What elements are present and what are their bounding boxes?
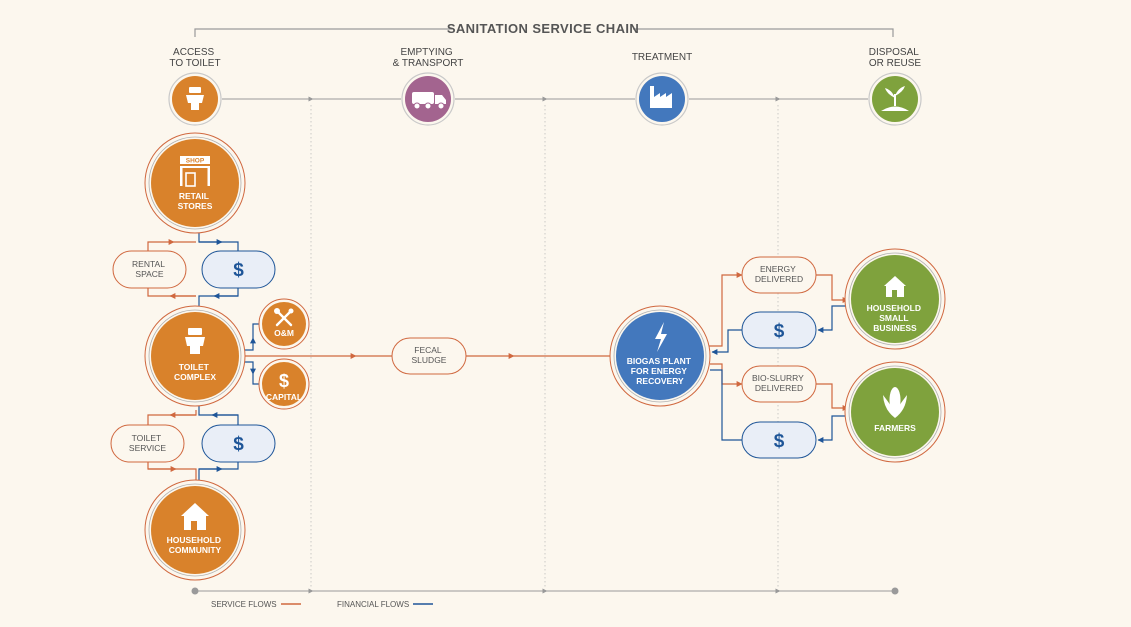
stage-icon-emptying [401, 72, 455, 126]
om-label: O&M [274, 328, 294, 338]
energy-delivered-label: ENERGY DELIVERED [755, 264, 803, 284]
fecal-sludge-label: FECAL SLUDGE [412, 345, 447, 365]
dollar-icon: $ [233, 434, 244, 455]
node-household-small-business: HOUSEHOLD SMALL BUSINESS [844, 248, 946, 350]
node-om: O&M [258, 298, 310, 350]
stage-icon-access [168, 72, 222, 126]
retail-stores-label: RETAIL STORES [178, 191, 213, 211]
dollar-pill-retail: $ [201, 250, 276, 289]
service-flow-retail-rental [147, 239, 196, 299]
rental-space-label: RENTAL SPACE [132, 259, 167, 279]
node-fecal-sludge: FECAL SLUDGE [391, 337, 467, 375]
legend: SERVICE FLOWS FINANCIAL FLOWS [211, 600, 433, 609]
dollar-icon: $ [279, 371, 289, 391]
bio-slurry-delivered-label: BIO-SLURRY DELIVERED [752, 373, 806, 393]
shop-sign-text: SHOP [186, 158, 205, 165]
toilet-service-label: TOILET SERVICE [129, 433, 166, 453]
dollar-icon: $ [774, 431, 785, 452]
stage-label-disposal: DISPOSAL OR REUSE [869, 47, 922, 69]
node-toilet-service: TOILET SERVICE [110, 424, 185, 463]
legend-financial-flows: FINANCIAL FLOWS [337, 600, 409, 609]
dollar-pill-energy: $ [741, 311, 817, 349]
financial-flow-bio-slurry [710, 369, 848, 443]
stage-icon-disposal [868, 72, 922, 126]
financial-flow-retail-dollar [198, 232, 239, 306]
diagram-title: SANITATION SERVICE CHAIN [447, 21, 639, 36]
node-household-community: HOUSEHOLD COMMUNITY [144, 479, 246, 581]
house-icon [884, 276, 906, 297]
service-flow-energy [708, 272, 849, 347]
service-flow-toilet-service [147, 410, 197, 480]
toilet-icon [185, 328, 205, 354]
node-rental-space: RENTAL SPACE [112, 250, 187, 289]
stage-label-treatment: TREATMENT [632, 52, 692, 63]
stage-icon-treatment [635, 72, 689, 126]
node-energy-delivered: ENERGY DELIVERED [741, 256, 817, 294]
shop-icon: SHOP [180, 156, 210, 187]
node-farmers: FARMERS [844, 361, 946, 463]
title-bracket [194, 28, 894, 37]
truck-icon [412, 92, 446, 110]
toilet-icon [186, 87, 204, 110]
toilet-complex-label: TOILET COMPLEX [174, 362, 216, 382]
stage-label-emptying: EMPTYING & TRANSPORT [393, 47, 464, 69]
node-retail-stores: SHOP RETAIL STORES [144, 132, 246, 234]
corn-icon [883, 387, 907, 418]
household-community-label: HOUSEHOLD COMMUNITY [167, 535, 224, 555]
legend-service-flows: SERVICE FLOWS [211, 600, 277, 609]
stage-label-access: ACCESS TO TOILET [169, 47, 220, 69]
household-small-business-label: HOUSEHOLD SMALL BUSINESS [867, 303, 924, 333]
node-biogas-plant: BIOGAS PLANT FOR ENERGY RECOVERY [609, 305, 711, 407]
node-toilet-complex: TOILET COMPLEX [144, 305, 246, 407]
factory-icon [650, 86, 672, 108]
bottom-chain-line [191, 587, 899, 595]
lightning-icon [655, 322, 667, 352]
capital-label: CAPITAL [266, 392, 302, 402]
dollar-icon: $ [233, 260, 244, 281]
tools-icon [275, 309, 293, 327]
financial-flow-toilet-dollar [198, 406, 239, 480]
biogas-plant-label: BIOGAS PLANT FOR ENERGY RECOVERY [627, 356, 694, 386]
farmers-label: FARMERS [874, 423, 916, 433]
dollar-pill-toilet-service: $ [201, 424, 276, 463]
node-capital: $ CAPITAL [258, 358, 310, 410]
dollar-pill-bio-slurry: $ [741, 421, 817, 459]
dollar-icon: $ [774, 321, 785, 342]
sprout-icon [881, 86, 909, 111]
financial-flow-energy [711, 305, 848, 355]
node-bio-slurry-delivered: BIO-SLURRY DELIVERED [741, 365, 817, 403]
house-icon [181, 503, 209, 530]
